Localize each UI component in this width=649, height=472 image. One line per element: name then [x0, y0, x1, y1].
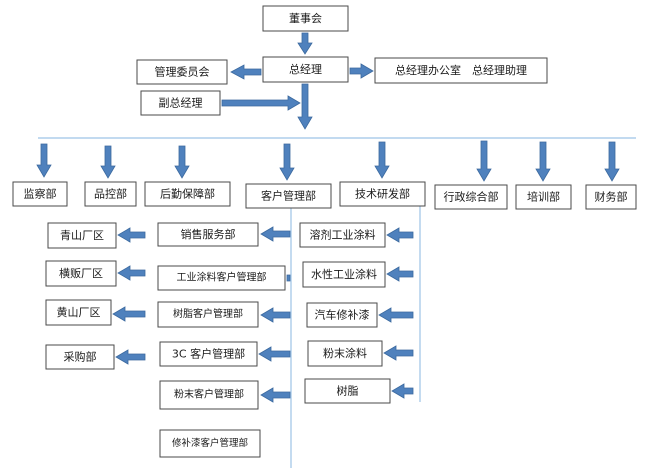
node-resin-label: 树脂 [337, 384, 359, 398]
node-supervision-label: 监察部 [24, 187, 57, 201]
node-refinish-cust-label: 修补漆客户管理部 [172, 437, 248, 449]
node-rnd: 技术研发部 [339, 181, 426, 207]
arrow-to-sales-service [260, 226, 291, 242]
node-waterborne-coating-label: 水性工业涂料 [311, 267, 377, 281]
arrow-to-powder-cust [260, 387, 291, 403]
arrow-to-logistics [174, 145, 190, 179]
node-qingshan: 青山厂区 [47, 222, 117, 249]
node-powder-cust: 粉末客户管理部 [159, 380, 259, 410]
node-gm-office-label: 总经理办公室 总经理助理 [395, 63, 527, 77]
node-solvent-coating-label: 溶剂工业涂料 [310, 228, 376, 242]
arrow-to-solvent-coating [386, 227, 414, 243]
node-waterborne-coating: 水性工业涂料 [302, 261, 386, 288]
node-finance: 财务部 [585, 184, 637, 210]
arrow-to-qingshan [117, 227, 146, 243]
node-training: 培训部 [515, 184, 572, 210]
node-powder-cust-label: 粉末客户管理部 [174, 388, 244, 401]
arrow-to-purchasing [115, 349, 146, 365]
arrow-to-auto-refinish [378, 307, 414, 323]
node-c3-cust: 3C 客户管理部 [159, 341, 258, 367]
arrow-to-huangshan [112, 306, 146, 322]
node-quality-label: 品控部 [94, 187, 127, 201]
arrow-to-admin [476, 140, 492, 182]
node-resin: 树脂 [304, 378, 391, 404]
node-supervision: 监察部 [12, 181, 68, 207]
node-powder-coating-label: 粉末涂料 [323, 346, 367, 360]
arrow-gm-down [297, 83, 313, 130]
node-industrial-coating-cust-label: 工业涂料客户管理部 [177, 271, 267, 284]
node-finance-label: 财务部 [595, 190, 628, 204]
node-purchasing-label: 采购部 [64, 350, 97, 364]
node-deputy-gm: 副总经理 [140, 90, 221, 116]
arrow-to-industrial-coating-cust [286, 274, 291, 282]
node-mgmt-committee-label: 管理委员会 [155, 65, 210, 79]
arrow-to-supervision [36, 143, 52, 178]
node-huangshan-label: 黄山厂区 [57, 305, 101, 319]
node-mgmt-committee: 管理委员会 [136, 59, 228, 85]
node-gm-office: 总经理办公室 总经理助理 [374, 57, 548, 84]
node-c3-cust-label: 3C 客户管理部 [172, 347, 245, 361]
arrow-to-customer-mgmt [279, 143, 295, 181]
node-hengfan-label: 横贩厂区 [59, 266, 103, 280]
arrow-gm-committee [230, 64, 262, 80]
node-training-label: 培训部 [527, 190, 560, 204]
node-sales-service: 销售服务部 [157, 222, 259, 247]
node-sales-service-label: 销售服务部 [181, 227, 236, 241]
node-customer-mgmt: 客户管理部 [245, 183, 332, 209]
node-gm-label: 总经理 [289, 62, 322, 76]
arrow-to-powder-coating [383, 345, 414, 361]
node-refinish-cust: 修补漆客户管理部 [159, 429, 261, 458]
arrow-to-resin [391, 383, 414, 399]
arrow-gm-office [349, 63, 374, 79]
arrow-to-resin-cust [260, 307, 291, 323]
node-powder-coating: 粉末涂料 [307, 340, 383, 367]
arrow-to-training [535, 141, 551, 182]
node-board-label: 董事会 [289, 12, 322, 25]
node-auto-refinish-label: 汽车修补漆 [315, 308, 370, 322]
node-rnd-label: 技术研发部 [355, 187, 410, 201]
node-gm: 总经理 [262, 56, 349, 83]
node-quality: 品控部 [84, 181, 137, 207]
arrow-board-gm [297, 32, 313, 55]
arrow-to-hengfan [117, 265, 146, 281]
node-logistics-label: 后勤保障部 [160, 187, 215, 201]
node-board: 董事会 [262, 5, 349, 32]
arrow-deputy-trunk [221, 95, 301, 111]
node-deputy-gm-label: 副总经理 [159, 96, 203, 110]
node-resin-cust: 树脂客户管理部 [157, 301, 259, 328]
arrow-to-c3-cust [258, 346, 291, 362]
node-admin-label: 行政综合部 [444, 190, 499, 204]
node-admin: 行政综合部 [434, 184, 508, 210]
node-solvent-coating: 溶剂工业涂料 [299, 222, 386, 248]
node-resin-cust-label: 树脂客户管理部 [173, 307, 243, 320]
node-qingshan-label: 青山厂区 [60, 229, 104, 242]
node-customer-mgmt-label: 客户管理部 [261, 189, 316, 203]
node-huangshan: 黄山厂区 [45, 299, 112, 326]
arrow-to-waterborne-coating [386, 266, 414, 282]
node-industrial-coating-cust: 工业涂料客户管理部 [157, 265, 286, 291]
arrow-to-finance [604, 141, 620, 182]
arrow-to-rnd [374, 141, 390, 179]
arrow-to-quality [100, 145, 116, 179]
node-hengfan: 横贩厂区 [45, 260, 117, 287]
node-purchasing: 采购部 [45, 344, 115, 370]
node-auto-refinish: 汽车修补漆 [306, 302, 378, 328]
node-logistics: 后勤保障部 [144, 181, 231, 207]
